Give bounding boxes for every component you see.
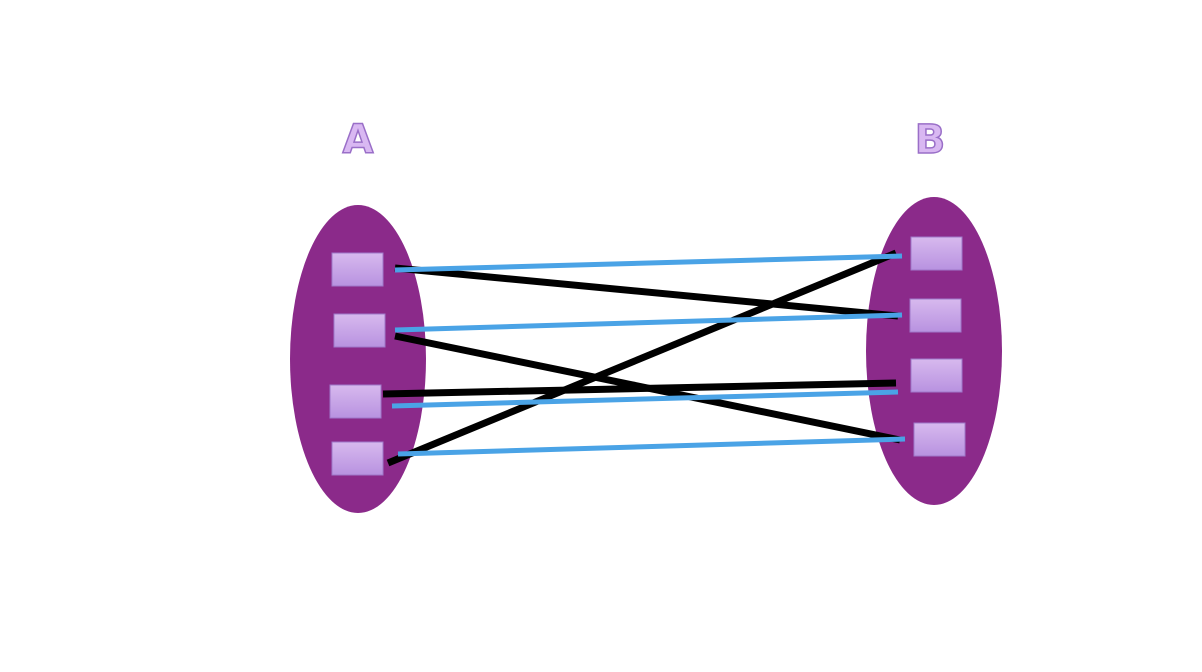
edge-a1-b2-black [394,264,899,320]
mapping-edges [382,249,906,467]
set-a-element-2 [333,313,386,348]
edge-a2-b2-blue [394,312,903,333]
edge-a3-b3-black [382,379,897,398]
set-b-element-1 [910,236,963,271]
edge-a1-b1-blue [394,253,903,273]
set-a-element-4 [331,441,384,476]
set-a-element-1 [331,252,384,287]
set-b-element-4 [913,422,966,457]
set-b-element-3 [910,358,963,393]
element-boxes [329,236,966,476]
set-b-element-2 [909,298,962,333]
edge-a3-b3-blue [391,389,899,409]
edge-a4-b4-blue [397,436,906,457]
set-b-label: B [915,117,946,163]
edge-a4-b1-black [386,249,898,467]
set-a-element-3 [329,384,382,419]
set-b-ellipse [866,197,1002,505]
set-a-label: A [343,117,374,163]
set-a-ellipse [290,205,426,513]
